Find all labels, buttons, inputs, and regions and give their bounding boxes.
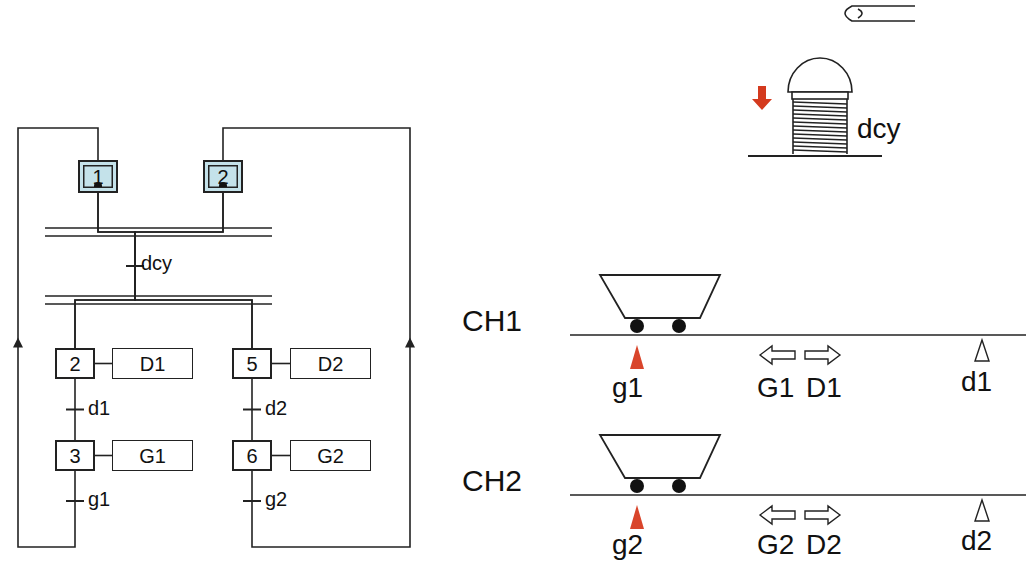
link-line [66,379,84,440]
link-line [98,193,252,348]
fingernail [858,9,862,18]
link-line [75,193,135,348]
link-path [95,455,112,457]
signal-label: d1 [961,367,992,398]
step-number: 3 [69,445,80,467]
initial-step: 1 [78,160,118,193]
transition-label: g2 [264,488,288,510]
link-path [272,363,290,365]
link-path [75,193,135,348]
step-number: 6 [246,445,257,467]
step-number: 2 [69,353,80,375]
step-box: 5 [232,348,272,379]
link-path [98,193,252,348]
signal-label: G1 [757,373,794,404]
cart-name: CH1 [462,304,522,337]
push-button [748,6,915,156]
cart-name: CH2 [462,464,522,497]
transition-label: g1 [87,488,111,510]
signal-label: D1 [806,373,842,404]
step-box: 3 [55,440,95,471]
sync-bar [45,227,272,229]
signal-label: dcy [857,114,901,145]
step-box: 6 [232,440,272,471]
action-box: D2 [290,348,371,379]
button-base [748,155,882,157]
cart-track [570,435,1026,529]
signal-label: dcy [141,252,172,274]
transition-tick [66,409,84,411]
cart-track [570,275,1026,369]
button-cap [788,58,852,92]
link-line [95,455,112,456]
sync-bar [45,303,272,305]
step-number: 1 [92,166,103,188]
link-line [272,455,290,456]
link-line [272,363,290,364]
action-name: G1 [139,445,166,467]
arrow-head [405,338,415,348]
link-path [75,193,223,348]
action-name: D2 [318,353,344,375]
transition-label: d1 [87,397,111,419]
step-number: 5 [246,353,257,375]
button-collar [792,92,848,99]
action-box: D1 [112,348,193,379]
link-line [135,193,252,348]
arrow-head [13,338,23,348]
link-line [223,128,415,547]
transition-label: d2 [264,397,288,419]
link-path [95,363,112,365]
link-path [223,128,410,547]
signal-label: d2 [961,526,992,557]
signal-label: g1 [612,373,643,404]
step-box: 2 [55,348,95,379]
signal-label: D2 [806,530,842,561]
link-line [243,379,261,440]
step-number: 2 [217,166,228,188]
press-arrow [752,86,772,110]
sync-bar [45,295,272,297]
action-box: G1 [112,440,193,471]
signal-label: g2 [612,530,643,561]
initial-step: 2 [203,160,243,193]
sync-bar [45,235,272,237]
spring-coil [793,102,847,152]
link-line [95,363,112,364]
link-path [272,455,290,457]
transition-tick [243,409,261,411]
action-name: G2 [317,445,344,467]
finger [845,6,915,21]
action-box: G2 [290,440,371,471]
link-path [135,193,252,348]
link-line [75,193,223,348]
action-name: D1 [140,353,166,375]
transition-tick [243,500,261,502]
transition-tick [66,500,84,502]
signal-label: G2 [757,530,794,561]
